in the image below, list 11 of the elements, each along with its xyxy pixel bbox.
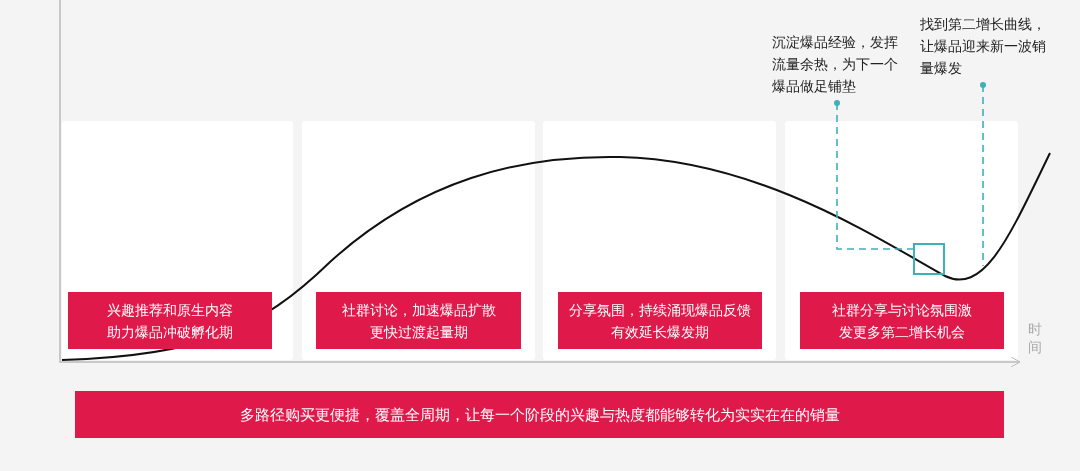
leader-line [980,82,986,267]
leader-line [834,100,914,250]
highlight-square [913,243,945,275]
annotation-text: 沉淀爆品经验，发挥流量余热，为下一个爆品做足铺垫 [772,31,904,102]
stage-label: 社群讨论，加速爆品扩散更快过渡起量期 [316,292,521,349]
summary-banner: 多路径购买更便捷，覆盖全周期，让每一个阶段的兴趣与热度都能够转化为实实在在的销量 [75,391,1004,438]
stage-label: 社群分享与讨论氛围激发更多第二增长机会 [800,292,1004,349]
annotation-text: 找到第二增长曲线，让爆品迎来新一波销量爆发 [920,13,1065,84]
axis-label: 时间 [1028,320,1043,356]
stage-label: 兴趣推荐和原生内容助力爆品冲破孵化期 [68,292,272,349]
stage-label: 分享氛围，持续涌现爆品反馈有效延长爆发期 [558,292,762,349]
